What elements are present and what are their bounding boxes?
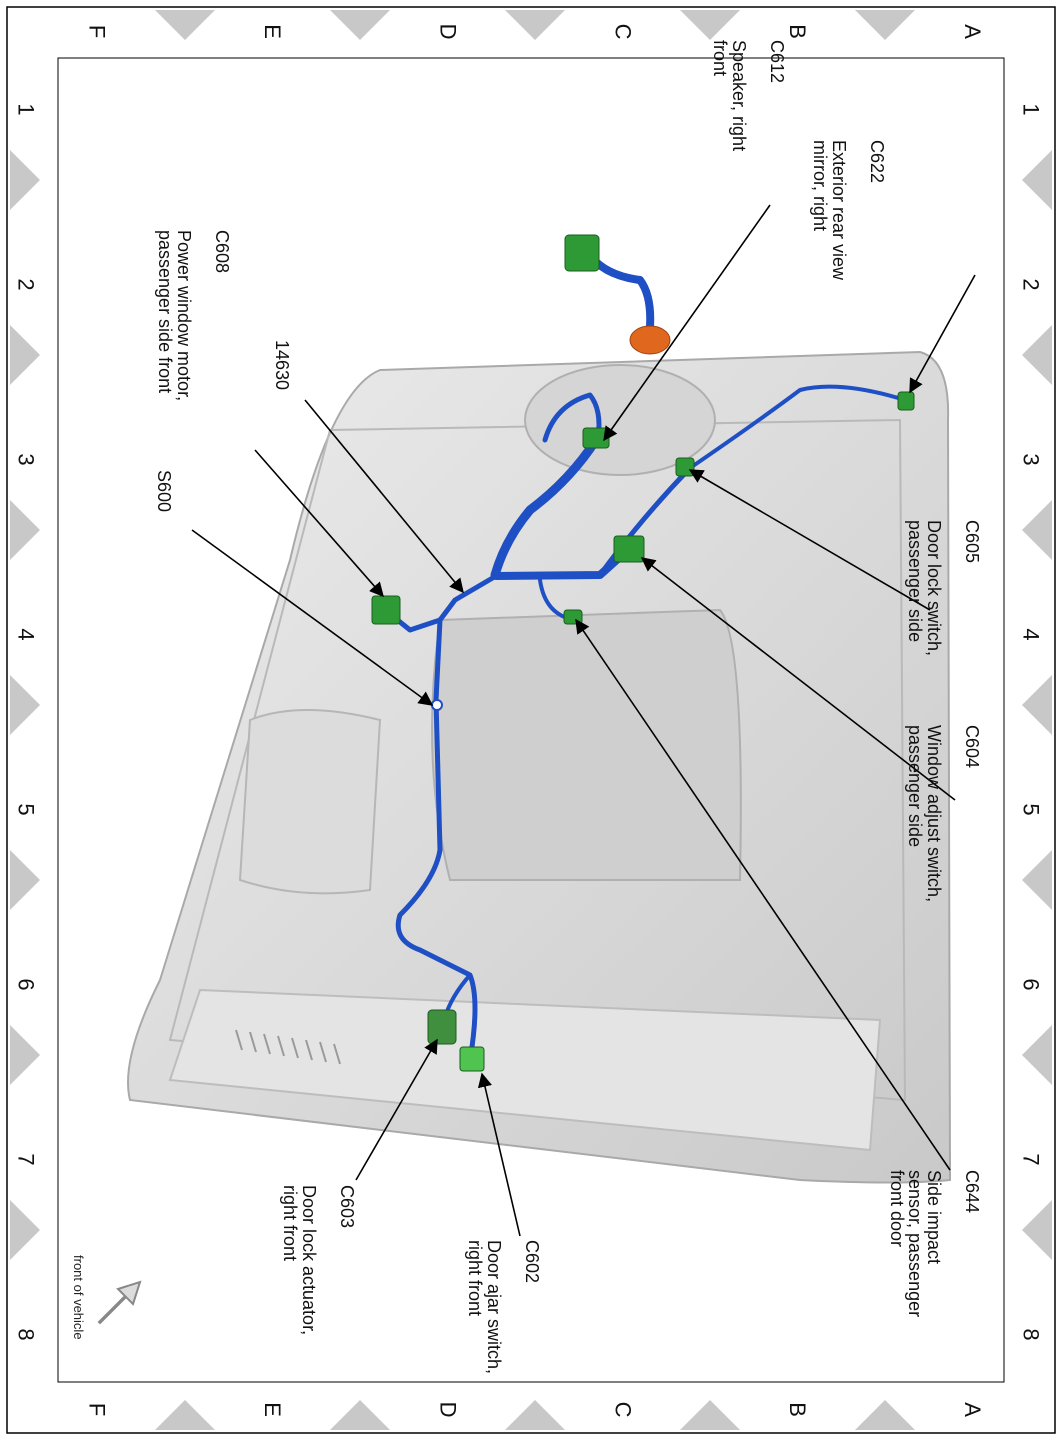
c604-connector	[613, 535, 645, 563]
c622-connector	[564, 234, 600, 272]
door-panel	[127, 350, 952, 1184]
connectors	[371, 234, 915, 1072]
speaker-icon	[629, 325, 671, 355]
border-triangles	[10, 10, 1052, 1430]
c622-mirror-connector	[897, 391, 915, 411]
s600-splice	[431, 699, 443, 711]
leader-lines	[191, 204, 976, 1237]
diagram-inner-border	[57, 57, 1005, 1383]
c605-connector	[675, 457, 695, 477]
arrow-icon	[97, 1280, 142, 1325]
c608-connector	[371, 595, 401, 625]
c644-connector	[563, 609, 583, 625]
c602-connector	[459, 1046, 485, 1072]
c603-connector	[427, 1009, 457, 1045]
